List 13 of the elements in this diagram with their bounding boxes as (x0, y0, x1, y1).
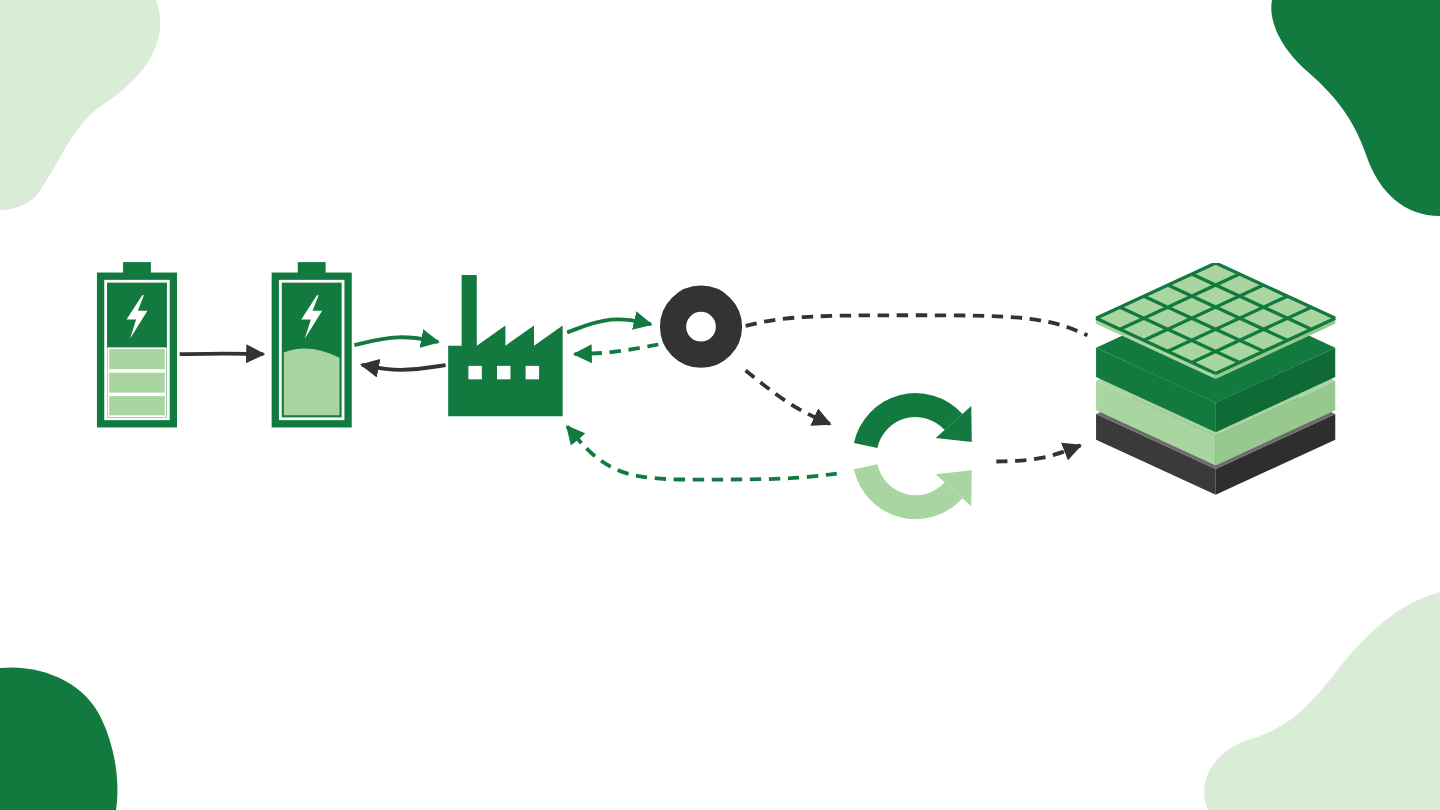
dashed-arrow (565, 425, 838, 482)
node-picture (657, 283, 745, 371)
arrow (566, 311, 653, 335)
dashed-arrow (996, 442, 1083, 464)
node-picture (95, 262, 179, 430)
dashed-arrow (744, 369, 832, 426)
dashed-line (745, 313, 1089, 338)
arrow (360, 358, 446, 378)
arrow (179, 344, 266, 364)
dashed-arrow (572, 342, 659, 364)
node-picture (269, 262, 354, 430)
arrow (353, 329, 440, 348)
node-picture (444, 271, 567, 420)
